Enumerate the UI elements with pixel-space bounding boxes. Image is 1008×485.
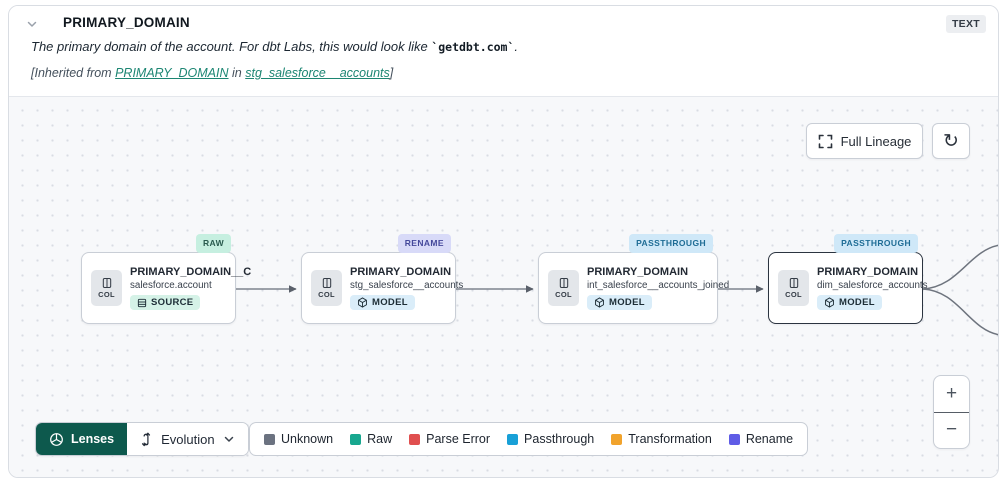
legend-item: Passthrough [507,432,594,446]
legend-item: Rename [728,432,793,446]
zoom-controls: + − [933,375,970,449]
node-model-name: salesforce.account [130,280,212,291]
model-icon [358,297,367,308]
node-model-name: stg_salesforce__accounts [350,280,464,291]
expand-icon [818,134,833,149]
header: PRIMARY_DOMAIN TEXT The primary domain o… [9,6,998,96]
inherited-column-link[interactable]: PRIMARY_DOMAIN [115,66,229,80]
column-chip: COL [778,270,809,306]
legend-item: Parse Error [409,432,490,446]
lineage-node-int[interactable]: PASSTHROUGH COL PRIMARY_DOMAIN int_sales… [538,234,730,324]
model-icon [825,297,834,308]
node-model-name: dim_salesforce_accounts [817,280,928,291]
evolution-legend: Unknown Raw Parse Error Passthrough Tran… [249,422,809,456]
lineage-canvas[interactable]: Full Lineage ↻ RAW COL PRIMARY_DOMAIN__C… [9,96,998,477]
lineage-node-source[interactable]: RAW COL PRIMARY_DOMAIN__C salesforce.acc… [81,234,252,324]
legend-item: Unknown [264,432,333,446]
column-lineage-widget: PRIMARY_DOMAIN TEXT The primary domain o… [8,5,999,478]
resource-type-tag: MODEL [587,295,652,310]
zoom-in-button[interactable]: + [934,376,969,413]
resource-type-tag: MODEL [350,295,415,310]
source-icon [137,298,147,307]
edge [922,288,998,336]
status-badge: RENAME [397,234,451,253]
lenses-control: Lenses Evolution [35,422,249,456]
full-lineage-button[interactable]: Full Lineage [806,123,923,159]
columns-icon [102,278,111,288]
column-title: PRIMARY_DOMAIN [63,15,190,30]
lenses-button[interactable]: Lenses [36,423,128,455]
lineage-node-stg[interactable]: RENAME COL PRIMARY_DOMAIN stg_salesforce… [301,234,464,324]
legend-swatch [611,433,623,445]
node-column-name: PRIMARY_DOMAIN__C [130,266,252,278]
full-lineage-label: Full Lineage [840,133,912,149]
status-badge: RAW [195,234,231,253]
legend-item: Raw [350,432,392,446]
refresh-icon: ↻ [943,130,959,152]
node-column-name: PRIMARY_DOMAIN [587,266,689,278]
inline-code: `getdbt.com` [431,40,515,54]
status-badge: PASSTHROUGH [629,234,713,253]
zoom-out-button[interactable]: − [945,419,958,441]
inherited-from-note: [Inherited from PRIMARY_DOMAIN in stg_sa… [31,66,394,80]
column-chip: COL [91,270,122,306]
resource-type-tag: MODEL [817,295,882,310]
legend-swatch [507,433,519,445]
legend-swatch [264,433,275,445]
column-description: The primary domain of the account. For d… [31,39,519,54]
legend-item: Transformation [611,432,712,446]
chevron-down-icon [224,436,233,442]
resource-type-tag: SOURCE [130,295,201,310]
node-model-name: int_salesforce__accounts_joined [587,280,730,291]
node-column-name: PRIMARY_DOMAIN [350,266,452,278]
refresh-button[interactable]: ↻ [932,123,970,159]
lenses-label: Lenses [71,432,115,446]
lens-aperture-icon [50,432,63,446]
type-badge: TEXT [945,15,986,33]
inherited-model-link[interactable]: stg_salesforce__accounts [245,66,390,80]
columns-icon [559,278,568,288]
model-icon [595,297,604,308]
columns-icon [322,278,331,288]
legend-swatch [409,433,421,445]
collapse-chevron-icon[interactable] [25,17,39,31]
evolution-icon [142,431,151,446]
evolution-dropdown[interactable]: Evolution [127,423,248,455]
legend-swatch [728,433,740,445]
lineage-node-dim[interactable]: PASSTHROUGH COL PRIMARY_DOMAIN dim_sales… [768,234,928,324]
edge [922,244,998,290]
evolution-label: Evolution [161,431,215,447]
legend-swatch [350,433,362,445]
node-column-name: PRIMARY_DOMAIN [817,266,919,278]
columns-icon [789,278,798,288]
column-chip: COL [548,270,579,306]
column-chip: COL [311,270,342,306]
status-badge: PASSTHROUGH [834,234,918,253]
